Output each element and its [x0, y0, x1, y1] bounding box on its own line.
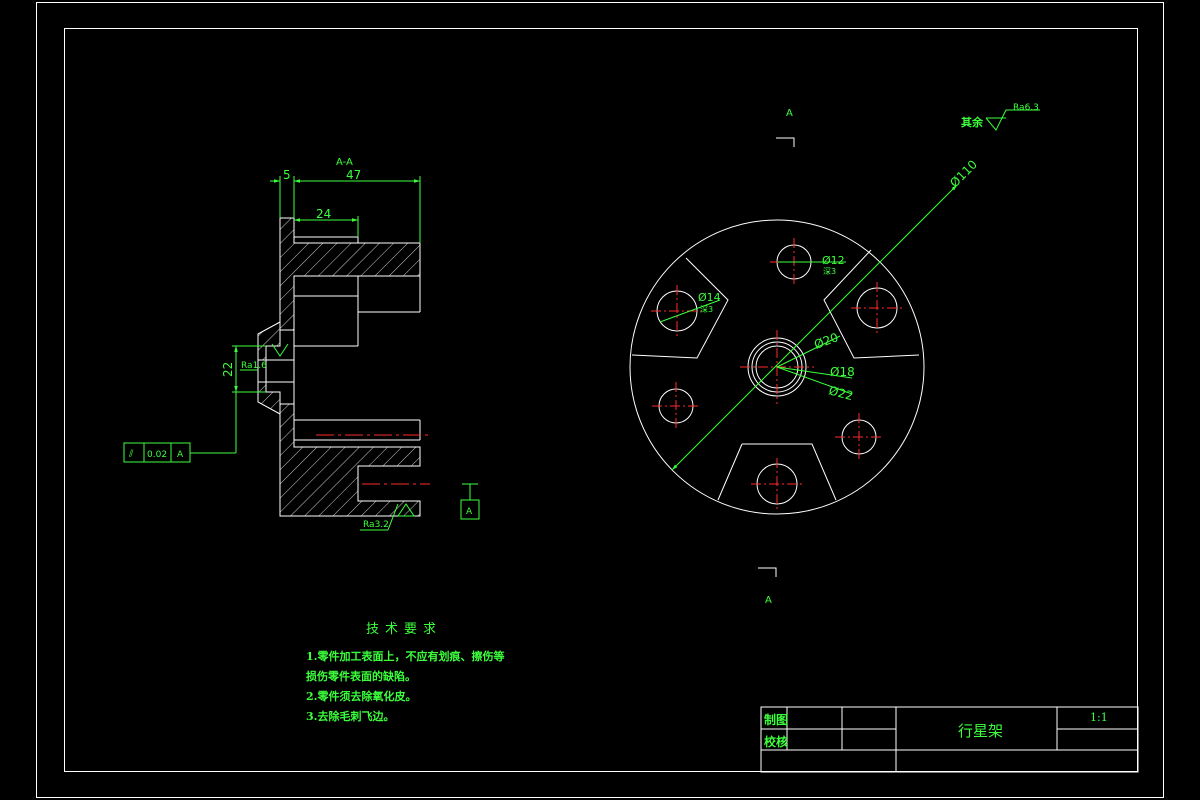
- title-block-checked-label: 校核: [764, 735, 789, 749]
- dim-20: Ø20: [812, 330, 840, 352]
- section-hatch-top: [279, 217, 421, 331]
- section-mark-top: A: [786, 108, 793, 119]
- outer-border: [36, 2, 1164, 798]
- dim-18: Ø18: [830, 365, 855, 379]
- title-block-drawn-label: 制图: [764, 713, 789, 727]
- dim-12-note: 深3: [823, 267, 836, 276]
- roughness-note: 其余 Ra6.3: [961, 103, 1040, 131]
- plan-view: A A Ø110 Ø12 深3 Ø14 深3 Ø20 Ø18 Ø22: [629, 108, 980, 606]
- dim-24: 24: [316, 207, 331, 221]
- title-block-scale: 1:1: [1090, 711, 1108, 724]
- title-block-part-name: 行星架: [958, 722, 1004, 740]
- datum-box-label: A: [466, 507, 473, 517]
- tech-requirements-title: 技术要求: [366, 622, 443, 637]
- roughness-bore: Ra1.6: [241, 361, 267, 371]
- section-view: A-A 5 47 24 22 Ra1.6 Ra3.2 ⫽ 0.02 A A: [123, 157, 480, 531]
- tolerance-datum: A: [177, 450, 184, 460]
- dim-14-note: 深3: [700, 305, 713, 314]
- section-mark-bottom: A: [765, 595, 772, 606]
- dim-5: 5: [283, 168, 291, 182]
- inner-border: [64, 28, 1138, 772]
- section-hatch-bottom: [279, 403, 421, 517]
- tolerance-value: 0.02: [147, 450, 167, 460]
- section-hatch-hub-bottom: [257, 381, 281, 415]
- dim-110: Ø110: [947, 157, 980, 190]
- dim-14: Ø14: [698, 291, 721, 304]
- tech-requirement-line-4: 3.去除毛刺飞边。: [306, 710, 395, 723]
- dim-12: Ø12: [822, 254, 845, 267]
- roughness-note-value: Ra6.3: [1013, 103, 1039, 113]
- roughness-note-text: 其余: [961, 115, 984, 129]
- tech-requirement-line-1: 1.零件加工表面上，不应有划痕、擦伤等: [306, 650, 505, 663]
- title-block: [760, 706, 1139, 773]
- tolerance-symbol: ⫽: [128, 449, 134, 460]
- roughness-bottom: Ra3.2: [363, 520, 389, 530]
- tech-requirement-line-3: 2.零件须去除氧化皮。: [306, 690, 417, 703]
- section-label: A-A: [336, 157, 353, 168]
- dim-47: 47: [346, 168, 361, 182]
- dim-22-plan: Ø22: [827, 383, 854, 403]
- dim-22: 22: [221, 362, 235, 377]
- section-hatch-hub-top: [257, 321, 281, 361]
- tech-requirement-line-2: 损伤零件表面的缺陷。: [306, 670, 416, 683]
